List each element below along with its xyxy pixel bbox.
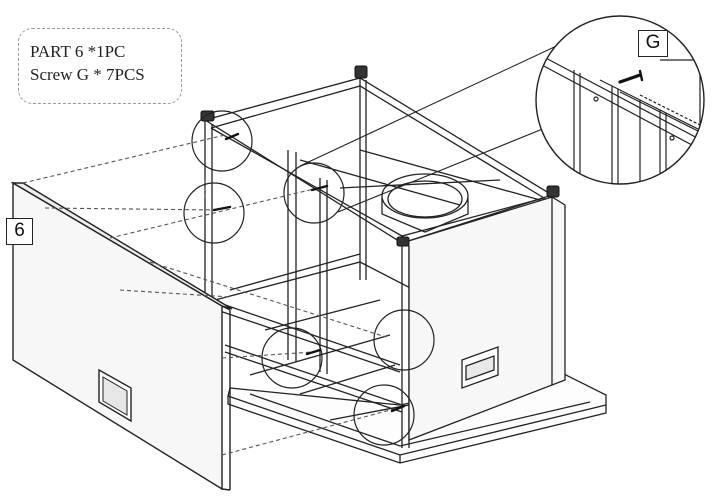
screw-quantity-text: Screw G * 7PCS [30, 65, 145, 84]
screw-type-label: G [638, 30, 668, 57]
screw-g-icon [618, 69, 644, 84]
screw-location-6 [353, 384, 415, 446]
zoom-callout [535, 15, 705, 185]
alignment-lines [22, 134, 395, 456]
parts-note: PART 6 *1PC Screw G * 7PCS [18, 28, 182, 104]
screw-location-4 [373, 309, 435, 371]
screw-location-1 [191, 110, 253, 172]
sink-cutout [381, 173, 469, 233]
part-quantity-text: PART 6 *1PC [30, 42, 126, 61]
part-number-label: 6 [6, 218, 33, 245]
side-panel [400, 196, 566, 441]
screw-location-3 [283, 162, 345, 224]
drawer-front-panel [10, 181, 233, 491]
screw-location-circles [183, 110, 435, 446]
screw-location-5 [261, 327, 323, 389]
caster-icon [200, 65, 560, 247]
zoom-leader-lines [299, 41, 566, 213]
screw-icon [212, 132, 406, 413]
screw-location-2 [183, 182, 245, 244]
